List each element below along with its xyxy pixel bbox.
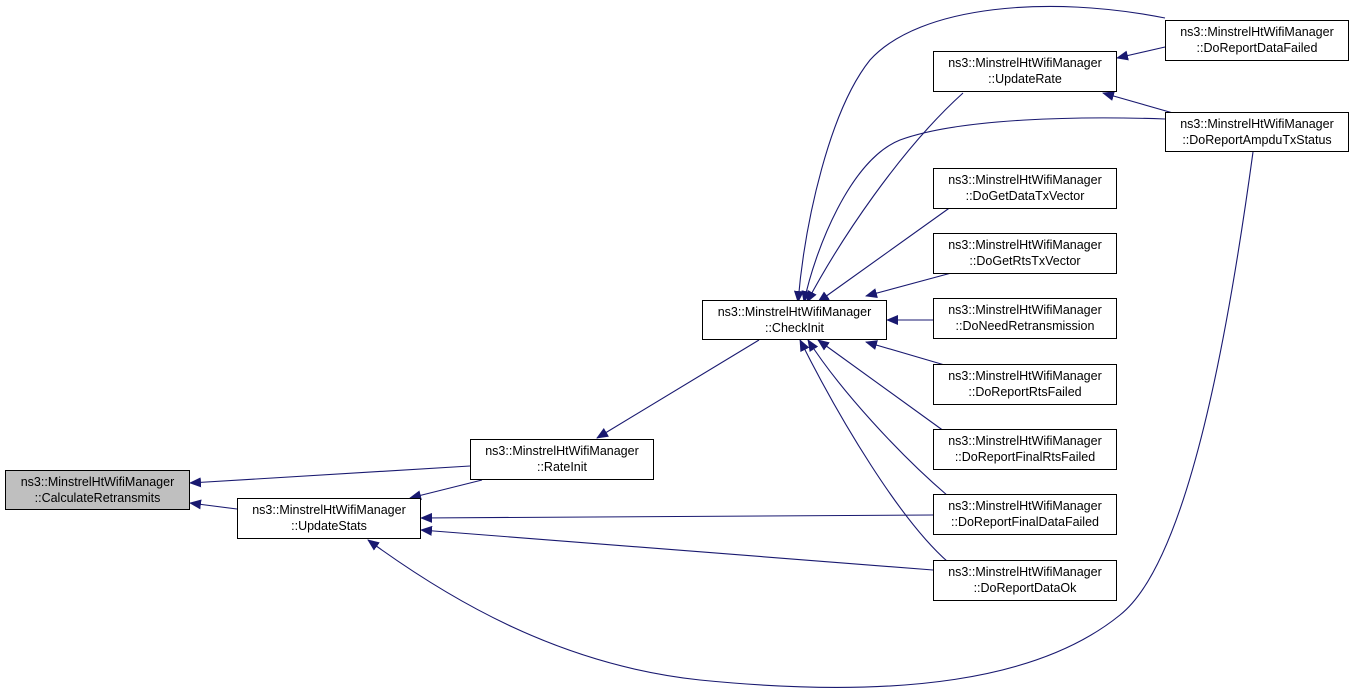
node-do-report-ampdu-tx-status-method: ::DoReportAmpduTxStatus [1182, 133, 1332, 147]
node-check-init-namespace: ns3::MinstrelHtWifiManager [717, 305, 872, 319]
node-do-get-rts-tx-vector-method: ::DoGetRtsTxVector [969, 254, 1081, 268]
node-do-report-final-rts-failed-namespace: ns3::MinstrelHtWifiManager [948, 434, 1102, 448]
edge-doreportampdutxstatus-to-checkinit [801, 117, 1166, 303]
edge-rateinit-to-calculateretransmits [189, 465, 471, 488]
node-do-report-data-ok[interactable]: ns3::MinstrelHtWifiManager ::DoReportDat… [933, 560, 1117, 601]
node-do-report-data-ok-method: ::DoReportDataOk [973, 581, 1077, 595]
edge-doreportampdutxstatus-to-updaterate [1102, 91, 1174, 114]
node-do-report-final-rts-failed[interactable]: ns3::MinstrelHtWifiManager ::DoReportFin… [933, 429, 1117, 470]
node-calculate-retransmits-namespace: ns3::MinstrelHtWifiManager [20, 475, 175, 489]
node-update-stats[interactable]: ns3::MinstrelHtWifiManager ::UpdateStats [237, 498, 421, 539]
node-do-report-data-ok-namespace: ns3::MinstrelHtWifiManager [948, 565, 1102, 579]
node-do-report-final-rts-failed-method: ::DoReportFinalRtsFailed [954, 450, 1096, 464]
node-do-report-final-data-failed-namespace: ns3::MinstrelHtWifiManager [948, 499, 1102, 513]
node-do-report-final-data-failed[interactable]: ns3::MinstrelHtWifiManager ::DoReportFin… [933, 494, 1117, 535]
node-calculate-retransmits-method: ::CalculateRetransmits [34, 491, 161, 505]
edge-checkinit-to-rateinit [596, 339, 760, 439]
node-update-stats-method: ::UpdateStats [291, 519, 367, 533]
node-do-get-data-tx-vector-namespace: ns3::MinstrelHtWifiManager [948, 173, 1102, 187]
edge-doreportampdutxstatus-to-updatestats [367, 151, 1254, 688]
node-do-report-final-data-failed-method: ::DoReportFinalDataFailed [951, 515, 1099, 529]
node-rate-init-namespace: ns3::MinstrelHtWifiManager [485, 444, 639, 458]
node-check-init-method: ::CheckInit [764, 321, 825, 335]
node-do-report-rts-failed[interactable]: ns3::MinstrelHtWifiManager ::DoReportRts… [933, 364, 1117, 405]
node-do-report-data-failed-namespace: ns3::MinstrelHtWifiManager [1180, 25, 1334, 39]
node-rate-init-method: ::RateInit [536, 460, 588, 474]
edge-doreportfinaldatafailed-to-checkinit [807, 339, 949, 497]
node-do-get-rts-tx-vector-namespace: ns3::MinstrelHtWifiManager [948, 238, 1102, 252]
node-do-get-data-tx-vector[interactable]: ns3::MinstrelHtWifiManager ::DoGetDataTx… [933, 168, 1117, 209]
node-do-report-data-failed[interactable]: ns3::MinstrelHtWifiManager ::DoReportDat… [1165, 20, 1349, 61]
node-do-need-retransmission[interactable]: ns3::MinstrelHtWifiManager ::DoNeedRetra… [933, 298, 1117, 339]
node-do-report-ampdu-tx-status[interactable]: ns3::MinstrelHtWifiManager ::DoReportAmp… [1165, 112, 1349, 152]
node-update-rate-namespace: ns3::MinstrelHtWifiManager [948, 56, 1102, 70]
node-do-report-data-failed-method: ::DoReportDataFailed [1196, 41, 1318, 55]
edge-updaterate-to-checkinit [806, 92, 964, 303]
node-update-rate-method: ::UpdateRate [988, 72, 1062, 86]
edge-doreportfinalrtsfailed-to-checkinit [817, 339, 949, 435]
edge-dogetdatatxvector-to-checkinit [817, 203, 956, 303]
edge-doreportfinaldatafailed-to-updatestats [420, 512, 934, 523]
node-do-need-retransmission-namespace: ns3::MinstrelHtWifiManager [948, 303, 1102, 317]
edge-doreportdatafailed-to-checkinit [793, 5, 1166, 303]
edge-doreportdataok-to-updatestats [420, 525, 934, 571]
node-update-stats-namespace: ns3::MinstrelHtWifiManager [252, 503, 406, 517]
edge-rateinit-to-updatestats [409, 479, 483, 501]
node-do-report-rts-failed-method: ::DoReportRtsFailed [968, 385, 1082, 399]
edge-updatestats-to-calculateretransmits [189, 499, 238, 510]
node-do-report-rts-failed-namespace: ns3::MinstrelHtWifiManager [948, 369, 1102, 383]
node-rate-init[interactable]: ns3::MinstrelHtWifiManager ::RateInit [470, 439, 654, 480]
edge-doreportrtsfailed-to-checkinit [865, 340, 949, 367]
node-do-get-rts-tx-vector[interactable]: ns3::MinstrelHtWifiManager ::DoGetRtsTxV… [933, 233, 1117, 274]
edge-dogetrtstxvector-to-checkinit [865, 271, 956, 298]
edge-doreportdatafailed-to-updaterate [1116, 46, 1166, 61]
node-do-report-ampdu-tx-status-namespace: ns3::MinstrelHtWifiManager [1180, 117, 1334, 131]
node-do-need-retransmission-method: ::DoNeedRetransmission [955, 319, 1095, 333]
node-check-init[interactable]: ns3::MinstrelHtWifiManager ::CheckInit [702, 300, 887, 340]
node-calculate-retransmits: ns3::MinstrelHtWifiManager ::CalculateRe… [5, 470, 190, 510]
node-do-get-data-tx-vector-method: ::DoGetDataTxVector [965, 189, 1085, 203]
node-update-rate[interactable]: ns3::MinstrelHtWifiManager ::UpdateRate [933, 51, 1117, 92]
edge-doreportdataok-to-checkinit [799, 339, 949, 563]
